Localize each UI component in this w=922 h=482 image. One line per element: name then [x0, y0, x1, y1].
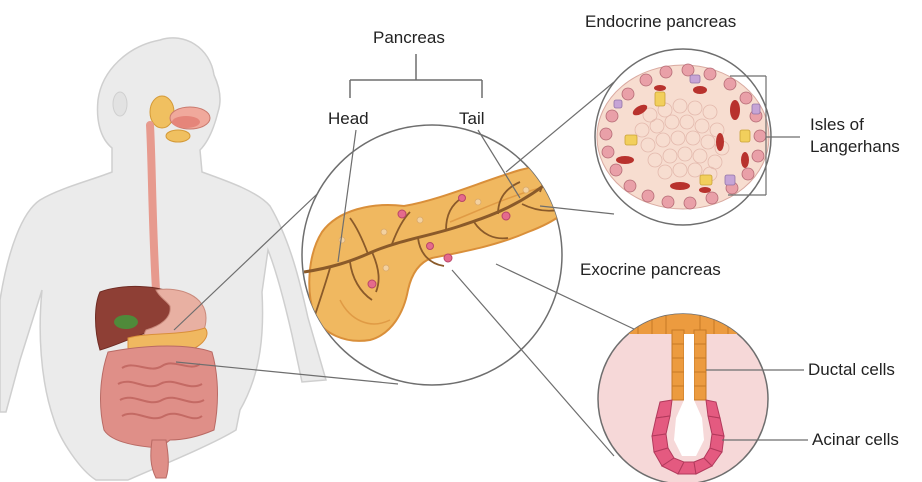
label-tail: Tail	[459, 109, 485, 129]
label-islets-line2: Langerhans	[810, 137, 900, 157]
label-exocrine-pancreas: Exocrine pancreas	[580, 260, 721, 280]
label-acinar-cells: Acinar cells	[812, 430, 899, 450]
large-intestine	[101, 346, 218, 448]
human-body-figure	[0, 38, 326, 480]
sublingual-gland	[166, 130, 190, 142]
label-head: Head	[328, 109, 369, 129]
rectum	[151, 440, 169, 478]
label-ductal-cells: Ductal cells	[808, 360, 895, 380]
endocrine-islet-view	[595, 49, 800, 225]
pancreas-magnified-view	[302, 125, 577, 385]
gallbladder	[114, 315, 138, 329]
tongue	[172, 116, 200, 128]
exocrine-acinus-view	[596, 312, 808, 482]
ear	[113, 92, 127, 116]
label-pancreas: Pancreas	[373, 28, 445, 48]
pancreas-bracket	[350, 54, 482, 98]
salivary-gland	[150, 96, 174, 128]
label-endocrine-pancreas: Endocrine pancreas	[585, 12, 736, 32]
label-islets-line1: Isles of	[810, 115, 864, 135]
